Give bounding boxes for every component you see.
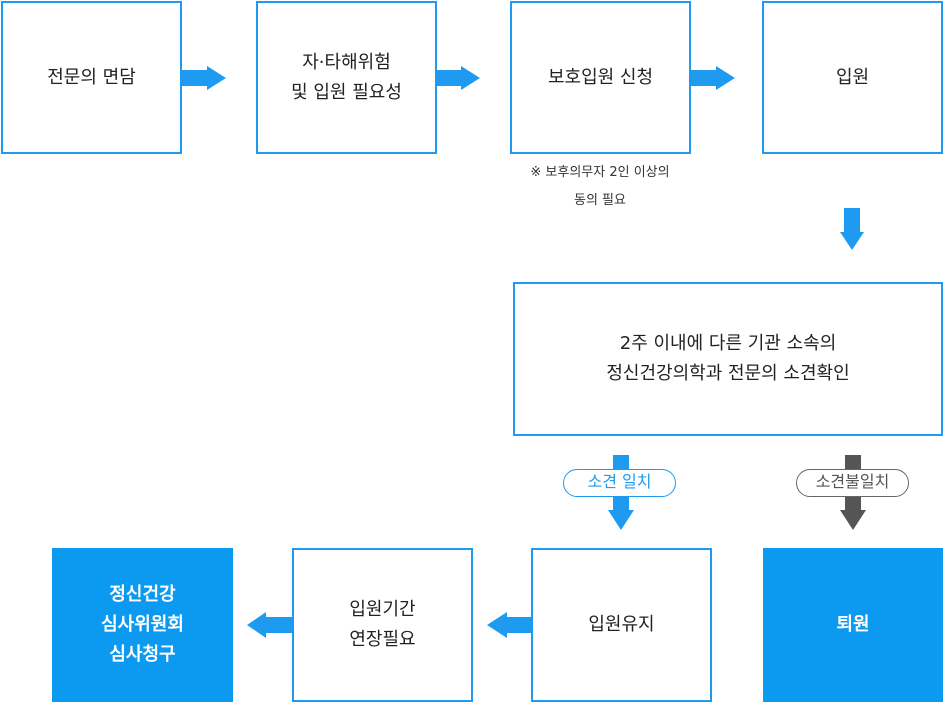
disagree-label: 소견불일치 (796, 469, 909, 497)
step-label: 입원 (835, 66, 870, 88)
step-label: 입원기간 (349, 599, 416, 620)
arrow-right-3 (690, 66, 735, 90)
step-label: 정신건강의학과 전문의 소견확인 (606, 363, 850, 384)
step-label: 입원유지 (588, 614, 655, 635)
step-label: 보호입원 신청 (547, 66, 654, 88)
arrow-left-1 (487, 612, 531, 638)
guardian-consent-note: ※ 보후의무자 2인 이상의 동의 필요 (500, 159, 700, 215)
arrow-right-1 (181, 66, 226, 90)
step-admission-request: 보호입원 신청 (510, 1, 691, 154)
step-label: 퇴원 (836, 614, 870, 635)
step-label: 연장필요 (349, 629, 416, 650)
step-extension-needed: 입원기간 연장필요 (292, 548, 473, 702)
step-label: 정신건강 (109, 584, 176, 605)
step-label: 심사위원회 (101, 614, 184, 635)
step-label: 심사청구 (109, 644, 176, 665)
step-label: 및 입원 필요성 (291, 81, 402, 103)
step-review-request: 정신건강 심사위원회 심사청구 (52, 548, 233, 702)
step-keep-admission: 입원유지 (531, 548, 712, 702)
step-harm-risk: 자·타해위험 및 입원 필요성 (256, 1, 437, 154)
step-label: 자·타해위험 (302, 51, 391, 73)
step-second-opinion: 2주 이내에 다른 기관 소속의 정신건강의학과 전문의 소견확인 (513, 282, 943, 436)
arrow-left-2 (247, 612, 292, 638)
agree-label: 소견 일치 (563, 469, 676, 497)
step-discharge: 퇴원 (763, 548, 943, 702)
arrow-right-2 (436, 66, 480, 90)
step-specialist-interview: 전문의 면담 (1, 1, 182, 154)
step-label: 2주 이내에 다른 기관 소속의 (619, 333, 837, 354)
step-admission: 입원 (762, 1, 943, 154)
arrow-down-1 (840, 208, 864, 250)
note-line: ※ 보후의무자 2인 이상의 (530, 165, 670, 180)
step-label: 전문의 면담 (47, 66, 136, 88)
note-line: 동의 필요 (574, 193, 626, 208)
